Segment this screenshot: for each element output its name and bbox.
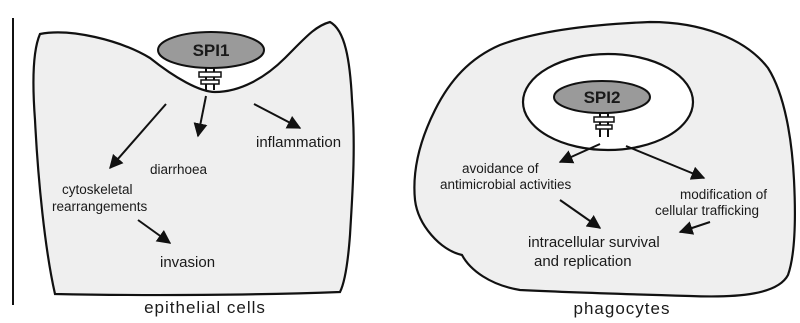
invasion-label: invasion (160, 254, 215, 271)
spi1-label: SPI1 (193, 41, 230, 60)
modification-label-line2: cellular trafficking (655, 203, 759, 218)
phagocyte-panel: SPI2 avoidance of antimicrobial activiti… (414, 22, 795, 318)
inflammation-label: inflammation (256, 134, 341, 151)
cytoskeletal-label-line1: cytoskeletal (62, 182, 133, 197)
phagocytes-caption: phagocytes (574, 299, 671, 318)
survival-label-line2: and replication (534, 253, 632, 270)
spi2-label: SPI2 (584, 88, 621, 107)
epithelial-cells-caption: epithelial cells (144, 298, 266, 317)
avoidance-label-line1: avoidance of (462, 161, 539, 176)
modification-label-line1: modification of (680, 187, 767, 202)
spi1-needle-complex-icon (199, 68, 221, 90)
diarrhoea-label: diarrhoea (150, 162, 208, 177)
survival-label-line1: intracellular survival (528, 234, 660, 251)
cytoskeletal-label-line2: rearrangements (52, 199, 148, 214)
epithelial-cell-panel: SPI1 inflammation diarrhoea cytoskeletal… (33, 22, 353, 317)
avoidance-label-line2: antimicrobial activities (440, 177, 572, 192)
